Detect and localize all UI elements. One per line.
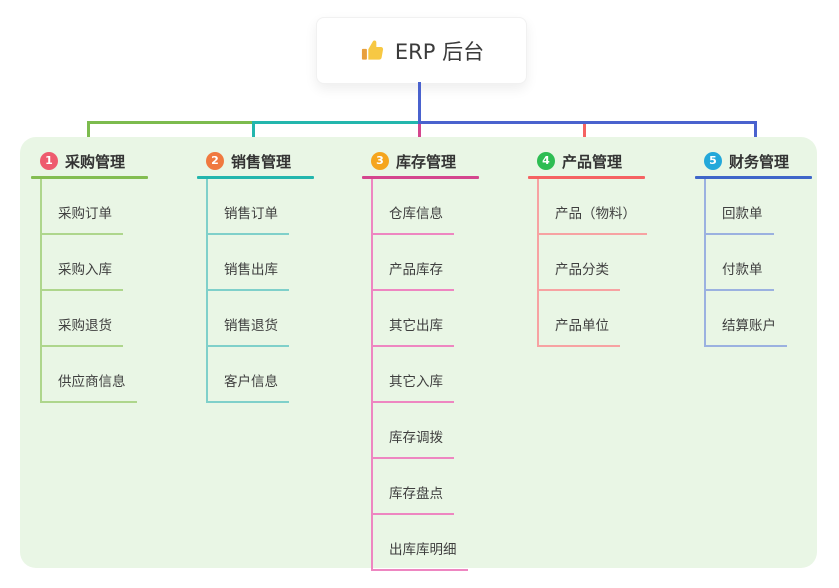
leaf-connector-line — [537, 179, 539, 347]
leaf-connector-line — [704, 179, 706, 347]
leaf-node[interactable]: 销售订单 — [206, 179, 289, 235]
branch-purchase: 1 采购管理 采购订单 采购入库 采购退货 供应商信息 — [31, 148, 181, 403]
leaf-node[interactable]: 付款单 — [704, 235, 774, 291]
leaf-node[interactable]: 采购入库 — [40, 235, 123, 291]
leaf-node[interactable]: 库存调拨 — [371, 403, 454, 459]
leaf-connector-line — [206, 179, 208, 403]
root-title: ERP 后台 — [394, 39, 485, 64]
branch-leaves: 销售订单 销售出库 销售退货 客户信息 — [206, 179, 347, 403]
leaf-label: 回款单 — [722, 206, 763, 222]
leaf-label: 客户信息 — [224, 374, 278, 390]
connector-h-green — [87, 121, 252, 124]
branch-title: 库存管理 — [396, 152, 457, 171]
leaf-node[interactable]: 回款单 — [704, 179, 774, 235]
branch-underline — [528, 176, 645, 179]
leaf-node[interactable]: 产品（物料） — [537, 179, 647, 235]
branch-number-badge: 4 — [537, 152, 555, 170]
leaf-node[interactable]: 库存盘点 — [371, 459, 454, 515]
branch-underline — [31, 176, 148, 179]
leaf-label: 销售订单 — [224, 206, 278, 222]
branch-title: 财务管理 — [729, 152, 790, 171]
leaf-label: 产品库存 — [389, 262, 443, 278]
branch-inventory: 3 库存管理 仓库信息 产品库存 其它出库 其它入库 库存调拨 库存盘点 出库库… — [362, 148, 512, 571]
branch-underline — [695, 176, 812, 179]
leaf-label: 采购订单 — [58, 206, 112, 222]
leaf-label: 其它入库 — [389, 374, 443, 390]
connector-drop-sales — [252, 121, 255, 152]
branch-title: 产品管理 — [562, 152, 623, 171]
leaf-label: 付款单 — [722, 262, 763, 278]
thumbs-up-icon — [361, 39, 383, 60]
branch-leaves: 仓库信息 产品库存 其它出库 其它入库 库存调拨 库存盘点 出库库明细 — [371, 179, 512, 571]
leaf-node[interactable]: 采购订单 — [40, 179, 123, 235]
branch-number-badge: 1 — [40, 152, 58, 170]
connector-stem — [418, 82, 421, 124]
leaf-label: 出库库明细 — [389, 542, 457, 558]
branch-header-purchase[interactable]: 1 采购管理 — [31, 148, 181, 174]
connector-h-teal — [252, 121, 418, 124]
leaf-label: 结算账户 — [722, 318, 776, 334]
connector-drop-purchase — [87, 121, 90, 152]
leaf-label: 产品（物料） — [555, 206, 636, 222]
branch-leaves: 产品（物料） 产品分类 产品单位 — [537, 179, 678, 347]
leaf-node[interactable]: 销售退货 — [206, 291, 289, 347]
leaf-connector-line — [40, 179, 42, 403]
leaf-node[interactable]: 采购退货 — [40, 291, 123, 347]
branch-sales: 2 销售管理 销售订单 销售出库 销售退货 客户信息 — [197, 148, 347, 403]
leaf-node[interactable]: 其它出库 — [371, 291, 454, 347]
leaf-node[interactable]: 供应商信息 — [40, 347, 137, 403]
leaf-label: 库存调拨 — [389, 430, 443, 446]
branch-title: 销售管理 — [231, 152, 292, 171]
leaf-node[interactable]: 结算账户 — [704, 291, 787, 347]
branch-title: 采购管理 — [65, 152, 126, 171]
branch-number-badge: 5 — [704, 152, 722, 170]
leaf-node[interactable]: 客户信息 — [206, 347, 289, 403]
leaf-label: 产品单位 — [555, 318, 609, 334]
leaf-node[interactable]: 产品单位 — [537, 291, 620, 347]
leaf-label: 销售退货 — [224, 318, 278, 334]
connector-drop-finance — [754, 121, 757, 152]
branch-header-inventory[interactable]: 3 库存管理 — [362, 148, 512, 174]
leaf-connector-line — [371, 179, 373, 571]
leaf-label: 采购入库 — [58, 262, 112, 278]
branch-underline — [197, 176, 314, 179]
leaf-label: 仓库信息 — [389, 206, 443, 222]
branch-finance: 5 财务管理 回款单 付款单 结算账户 — [695, 148, 839, 347]
leaf-node[interactable]: 产品分类 — [537, 235, 620, 291]
leaf-node[interactable]: 其它入库 — [371, 347, 454, 403]
branches-panel — [20, 137, 817, 568]
branch-header-product[interactable]: 4 产品管理 — [528, 148, 678, 174]
leaf-label: 供应商信息 — [58, 374, 126, 390]
branch-header-finance[interactable]: 5 财务管理 — [695, 148, 839, 174]
branch-product: 4 产品管理 产品（物料） 产品分类 产品单位 — [528, 148, 678, 347]
leaf-node[interactable]: 销售出库 — [206, 235, 289, 291]
root-node[interactable]: ERP 后台 — [316, 17, 527, 84]
leaf-node[interactable]: 产品库存 — [371, 235, 454, 291]
leaf-node[interactable]: 出库库明细 — [371, 515, 468, 571]
leaf-node[interactable]: 仓库信息 — [371, 179, 454, 235]
branch-number-badge: 2 — [206, 152, 224, 170]
leaf-label: 产品分类 — [555, 262, 609, 278]
connector-h-blue — [418, 121, 757, 124]
branch-header-sales[interactable]: 2 销售管理 — [197, 148, 347, 174]
branch-underline — [362, 176, 479, 179]
branch-leaves: 回款单 付款单 结算账户 — [704, 179, 839, 347]
leaf-label: 其它出库 — [389, 318, 443, 334]
branch-number-badge: 3 — [371, 152, 389, 170]
leaf-label: 销售出库 — [224, 262, 278, 278]
leaf-label: 库存盘点 — [389, 486, 443, 502]
branch-leaves: 采购订单 采购入库 采购退货 供应商信息 — [40, 179, 181, 403]
leaf-label: 采购退货 — [58, 318, 112, 334]
